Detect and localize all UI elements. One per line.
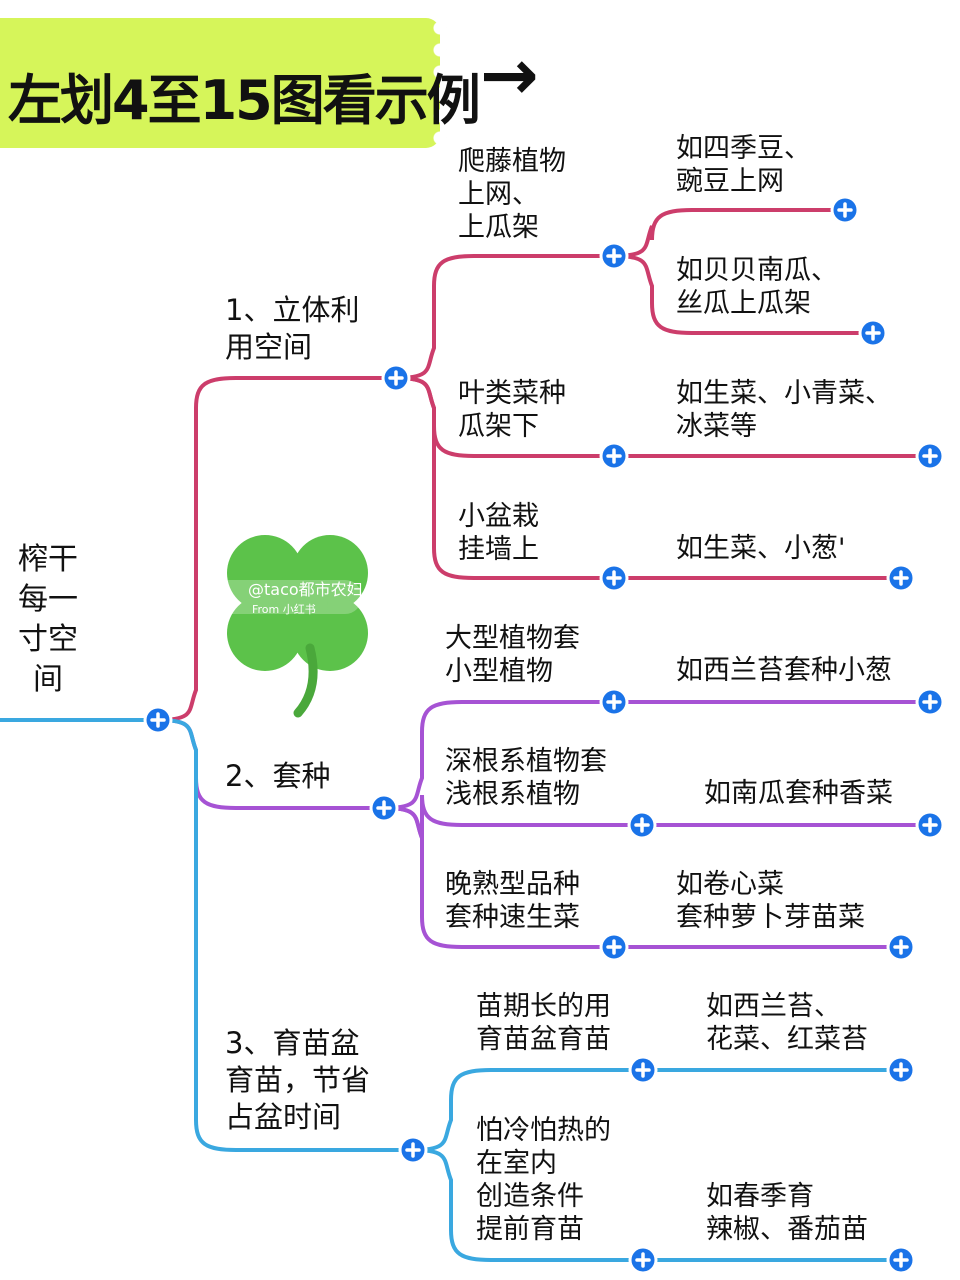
branch-1-child-1-expand-button[interactable]: [599, 241, 629, 271]
root-expand-button[interactable]: [143, 705, 173, 735]
branch-3-label: 3、育苗盆 育苗，节省 占盆时间: [225, 1026, 371, 1134]
branch-3-child-2-example-1: 如春季育 辣椒、番茄苗: [706, 1181, 868, 1245]
branch-2-child-3-line: [382, 806, 616, 949]
branch-2-expand-button[interactable]: [369, 793, 399, 823]
branch-2-child-3-expand-button[interactable]: [599, 932, 629, 962]
example-expand-button[interactable]: [886, 1245, 916, 1275]
branch-2-child-2-example-1: 如南瓜套种香菜: [704, 778, 893, 809]
example-expand-button[interactable]: [886, 1055, 916, 1085]
clover-icon: [212, 535, 368, 718]
branch-1-child-1-example-2: 如贝贝南瓜、 丝瓜上瓜架: [676, 255, 838, 319]
example-expand-button[interactable]: [886, 563, 916, 593]
branch-1-example-line: [612, 254, 875, 335]
branch-2-child-1-expand-button[interactable]: [599, 687, 629, 717]
header-title: 左划4至15图看示例: [8, 69, 481, 132]
branch-3-child-2-label: 怕冷怕热的 在室内 创造条件 提前育苗: [476, 1115, 611, 1245]
branch-2-child-2-expand-button[interactable]: [627, 810, 657, 840]
branch-1-child-3-label: 小盆栽 挂墙上: [458, 501, 539, 565]
branch-3-expand-button[interactable]: [398, 1135, 428, 1165]
branch-3-line: [156, 718, 415, 1152]
example-expand-button[interactable]: [858, 318, 888, 348]
branch-2-child-1-example-1: 如西兰苔套种小葱: [676, 655, 892, 686]
branch-3-child-2-line: [411, 1148, 645, 1262]
branch-1-child-3-expand-button[interactable]: [599, 563, 629, 593]
example-expand-button[interactable]: [915, 687, 945, 717]
branch-3-child-1-line: [411, 1068, 645, 1152]
branch-2-child-2-label: 深根系植物套 浅根系植物: [445, 746, 607, 810]
watermark-from: From 小红书: [252, 603, 316, 616]
branch-1-child-1-example-1: 如四季豆、 豌豆上网: [676, 133, 811, 197]
branch-1-child-1-label: 爬藤植物 上网、 上瓜架: [458, 146, 566, 243]
example-expand-button[interactable]: [915, 810, 945, 840]
example-expand-button[interactable]: [830, 195, 860, 225]
branch-1-example-line: [612, 208, 847, 258]
arrow-right-icon: →: [480, 34, 539, 116]
branch-1-child-3-line: [394, 376, 616, 580]
branch-2-child-3-label: 晚熟型品种 套种速生菜: [445, 869, 580, 933]
branch-3-child-1-expand-button[interactable]: [628, 1055, 658, 1085]
example-expand-button[interactable]: [886, 932, 916, 962]
watermark-handle: @taco都市农妇: [248, 580, 363, 599]
branch-3-child-1-label: 苗期长的用 育苗盆育苗: [476, 991, 611, 1055]
branch-2-child-1-label: 大型植物套 小型植物: [445, 623, 580, 687]
branch-1-child-1-line: [394, 254, 616, 380]
root-topic: 榨干 每一 寸空 间: [18, 542, 78, 697]
branch-1-expand-button[interactable]: [381, 363, 411, 393]
branch-2-child-3-example-1: 如卷心菜 套种萝卜芽苗菜: [676, 869, 865, 933]
branch-1-child-2-example-1: 如生菜、小青菜、 冰菜等: [676, 378, 892, 442]
example-expand-button[interactable]: [915, 441, 945, 471]
branch-3-child-2-expand-button[interactable]: [628, 1245, 658, 1275]
branch-1-child-3-example-1: 如生菜、小葱': [676, 533, 846, 564]
branch-2-child-1-line: [382, 700, 616, 810]
header-banner: 左划4至15图看示例: [0, 18, 481, 148]
branch-1-child-2-label: 叶类菜种 瓜架下: [458, 378, 566, 442]
branch-1-line: [156, 376, 398, 722]
branch-2-label: 2、套种: [225, 759, 331, 793]
banner-ticket-edge: [430, 18, 450, 148]
branch-1-child-2-expand-button[interactable]: [599, 441, 629, 471]
branch-1-label: 1、立体利 用空间: [225, 293, 360, 364]
branch-3-child-1-example-1: 如西兰苔、 花菜、红菜苔: [706, 991, 868, 1055]
